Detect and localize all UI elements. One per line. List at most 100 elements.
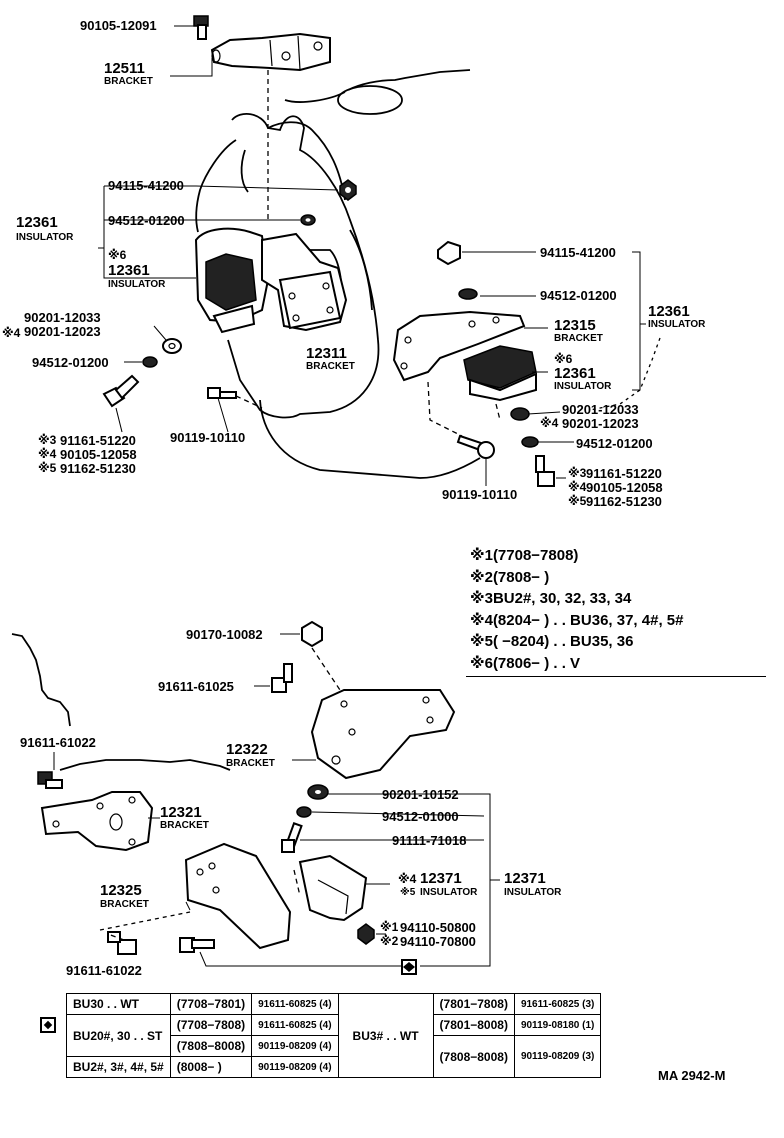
bracket-12322 (310, 689, 456, 780)
table-row: BU30 . . WT (7708−7801) 91611-60825 (4) … (66, 993, 602, 1078)
label-insulator-left: INSULATOR (16, 232, 74, 243)
engine-mount-diagram (11, 15, 661, 975)
bolt-91161-51220-left (102, 374, 140, 408)
bolt-91611-61025 (271, 663, 293, 693)
label-star4-lower: ※4 (398, 872, 417, 886)
insulator-12361-right (463, 345, 537, 402)
lower-wiring (11, 633, 231, 771)
label-94512-01200-left: 94512-01200 (108, 213, 185, 228)
label-91611-61025: 91611-61025 (158, 679, 234, 694)
table-cell-range: (7801−8008) (432, 1014, 515, 1036)
table-cell-range: (7808−8008) (169, 1035, 253, 1057)
legend-row: ※5( −8204) . . BU35, 36 (470, 631, 683, 653)
diamond-key-icon (40, 1017, 56, 1033)
bolt-90105-12091 (193, 15, 209, 40)
bolt-91161-51220-right (535, 455, 555, 487)
insulator-12371 (298, 854, 368, 922)
legend-row: ※2(7808− ) (470, 567, 683, 589)
washer-94512-01200-left (300, 214, 316, 226)
label-star5-left: ※5 (38, 461, 57, 475)
table-cell-part: 91611-60825 (3) (513, 993, 602, 1015)
legend-mark: ※2 (470, 568, 493, 586)
bracket-12511 (210, 32, 331, 72)
legend-row: ※3BU2#, 30, 32, 33, 34 (470, 588, 683, 610)
label-insulator-left2: INSULATOR (108, 279, 166, 290)
table-cell-range: (7801−7808) (432, 993, 515, 1015)
legend-mark: ※3 (470, 590, 493, 607)
legend-text: (8204− ) . . BU36, 37, 4#, 5# (492, 611, 684, 629)
lower-leaders (53, 633, 500, 967)
label-91162-51230-left: 91162-51230 (60, 461, 136, 476)
label-90170-10082: 90170-10082 (186, 627, 263, 642)
label-12361-left2: 12361 (108, 262, 150, 279)
label-94512-01200-left2: 94512-01200 (32, 355, 109, 370)
label-90201-12033-left: 90201-12033 (24, 310, 101, 325)
legend-text: (7808− ) (492, 568, 550, 586)
bolt-90119-10110-right (456, 434, 495, 459)
label-star4-left: ※4 (2, 326, 21, 340)
bolt-91611-61022-b (107, 931, 137, 955)
bracket-12315 (392, 310, 526, 382)
legend-row: ※1(7708−7808) (470, 545, 683, 567)
label-star2-lower: ※2 (380, 934, 399, 948)
label-star4-left2: ※4 (38, 447, 57, 461)
label-star5-lower: ※5 (400, 887, 416, 898)
legend-mark: ※6 (470, 654, 493, 672)
label-94110-50800: 94110-50800 (400, 920, 476, 935)
label-91611-61022-a: 91611-61022 (20, 735, 96, 750)
label-91161-51220-left: 91161-51220 (60, 433, 136, 448)
label-insulator-right2: INSULATOR (554, 381, 612, 392)
legend-text: (7806− ) . . V (492, 654, 581, 672)
label-12371-b: 12371 (504, 870, 546, 887)
legend-text: BU2#, 30, 32, 33, 34 (492, 590, 632, 607)
bracket-12321 (40, 791, 154, 852)
nut-94115-41200-left (339, 179, 357, 201)
table-cell-range: (8008− ) (169, 1056, 253, 1078)
label-bracket-12511: BRACKET (104, 76, 153, 87)
label-12361-right2: 12361 (554, 365, 596, 382)
label-star3-right: ※3 (568, 466, 587, 480)
label-bracket-12311: BRACKET (306, 361, 355, 372)
label-star4-right: ※4 (540, 416, 559, 430)
nut-90170-10082 (301, 620, 323, 648)
label-bracket-12321: BRACKET (160, 820, 209, 831)
label-star5-right: ※5 (568, 494, 587, 508)
legend-divider (466, 676, 766, 677)
label-12511: 12511 (104, 60, 145, 77)
label-bracket-12325: BRACKET (100, 899, 149, 910)
washer-90201-10152 (307, 784, 329, 800)
label-insulator-b: INSULATOR (504, 887, 562, 898)
nut-90201-12033-right (510, 407, 530, 421)
diamond-marker (401, 959, 417, 975)
bolt-90119-10110-left (207, 387, 237, 399)
label-12311: 12311 (306, 345, 347, 362)
legend-mark: ※4 (470, 611, 493, 629)
label-bracket-12315: BRACKET (554, 333, 603, 344)
label-bracket-12322: BRACKET (226, 758, 275, 769)
label-91111-71018: 91111-71018 (392, 833, 467, 848)
label-star3-left: ※3 (38, 433, 57, 447)
table-row: BU20#, 30 . . ST (7708−7808) 91611-60825… (66, 1014, 602, 1057)
label-90201-12033-right: 90201-12033 (562, 402, 639, 417)
label-12361-right: 12361 (648, 303, 690, 320)
table-cell-model: BU2#, 3#, 4#, 5# (66, 1056, 171, 1078)
legend-mark: ※5 (470, 633, 493, 650)
washer-94512-01200-left2 (142, 356, 158, 368)
table-cell-part: 90119-08209 (3) (513, 1035, 602, 1078)
table-row: BU2#, 3#, 4#, 5# (8008− ) 90119-08209 (4… (66, 1056, 601, 1078)
bolt-diamond (179, 937, 215, 953)
label-94110-70800: 94110-70800 (400, 934, 476, 949)
table-cell-model: BU20#, 30 . . ST (66, 1014, 171, 1057)
nut-94115-41200-right (437, 240, 461, 266)
legend-text: ( −8204) . . BU35, 36 (492, 633, 634, 650)
label-90119-10110-left: 90119-10110 (170, 430, 246, 445)
insulator-12361-left (194, 227, 270, 334)
bracket-12325 (184, 842, 292, 950)
label-12361-left: 12361 (16, 214, 58, 231)
label-94512-01200-right: 94512-01200 (540, 288, 617, 303)
label-90201-12023-right: 90201-12023 (562, 416, 639, 431)
label-12325: 12325 (100, 882, 142, 899)
label-94115-41200-right: 94115-41200 (540, 245, 616, 260)
label-91611-61022-b: 91611-61022 (66, 963, 142, 978)
label-insulator-a: INSULATOR (420, 887, 478, 898)
